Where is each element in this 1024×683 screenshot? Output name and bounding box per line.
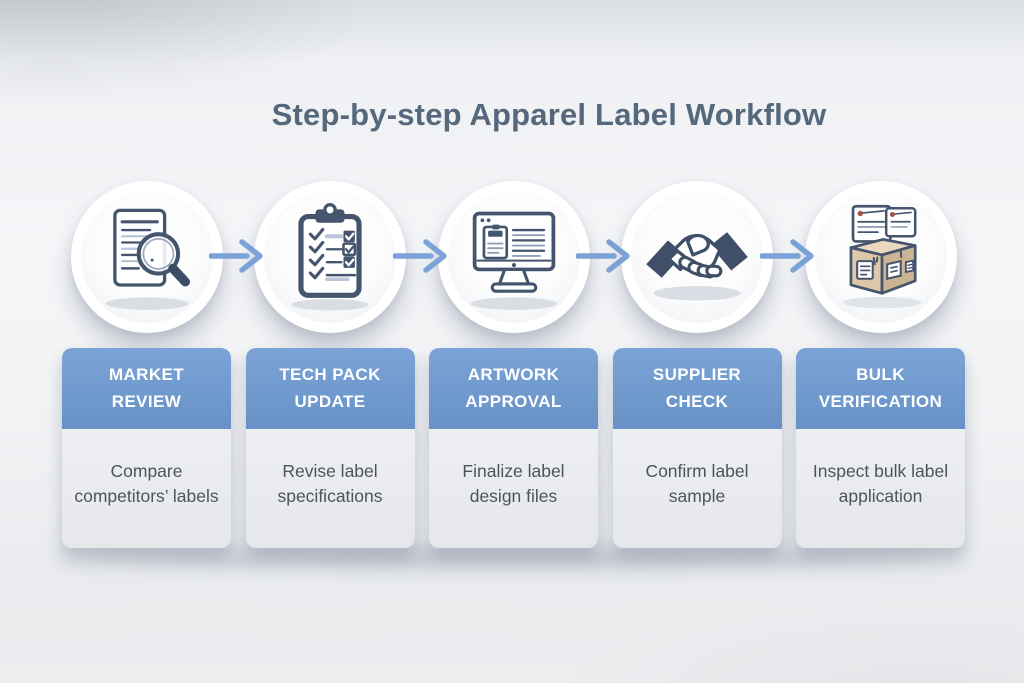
step-description: Finalize label design files [429, 429, 598, 548]
step-description: Compare competitors’ labels [62, 429, 231, 548]
monitor-artwork-icon [469, 211, 558, 310]
step-description: Revise label specifications [245, 429, 415, 548]
arrow-right-icon [209, 239, 263, 273]
step-title: TECH PACK UPDATE [245, 348, 415, 429]
clipboard-checklist-icon [291, 203, 369, 311]
workflow-step-card: SUPPLIER CHECK Confirm label sample [612, 348, 782, 548]
step-icon-circle [437, 181, 590, 333]
step-icon-circle [621, 181, 773, 333]
step-icon-circle [804, 181, 957, 333]
step-title: MARKET REVIEW [62, 348, 231, 429]
document-search-icon [105, 208, 190, 310]
page-title: Step-by-step Apparel Label Workflow [271, 97, 827, 132]
workflow-step-card: BULK VERIFICATION Inspect bulk label app… [796, 348, 965, 548]
workflow-step-card: ARTWORK APPROVAL Finalize label design f… [429, 348, 598, 548]
step-icon-circle [70, 181, 223, 333]
arrow-right-icon [759, 239, 814, 273]
cards-row-shadow [55, 549, 969, 567]
handshake-icon [646, 232, 748, 301]
arrow-right-icon [576, 239, 630, 273]
arrow-right-icon [392, 239, 447, 273]
workflow-step-card: MARKET REVIEW Compare competitors’ label… [62, 348, 231, 548]
step-title: BULK VERIFICATION [796, 348, 965, 429]
workflow-step-card: TECH PACK UPDATE Revise label specificat… [245, 348, 415, 548]
step-icon-circle [254, 181, 406, 333]
step-title: SUPPLIER CHECK [612, 348, 782, 429]
step-description: Inspect bulk label application [796, 429, 965, 548]
step-title: ARTWORK APPROVAL [429, 348, 598, 429]
box-labels-icon [842, 204, 921, 309]
step-description: Confirm label sample [612, 429, 782, 548]
